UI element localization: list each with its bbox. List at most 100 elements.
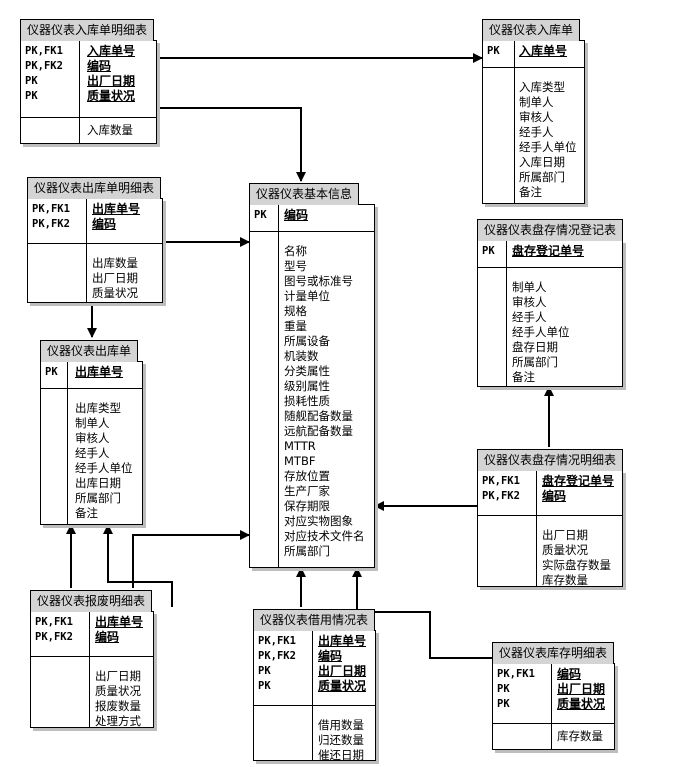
key-field[interactable]: 出厂日期 [318,664,367,678]
key-field[interactable]: 盘存登记单号 [542,474,615,488]
attribute-field[interactable]: 生产厂家 [284,484,330,498]
key-field[interactable]: 入库单号 [87,44,136,58]
attribute-field[interactable]: 级别属性 [284,379,330,393]
attribute-field[interactable]: 催还日期 [318,748,364,762]
primary-key-section: PK 入库单号 [483,41,584,68]
attribute-field[interactable]: 出库类型 [75,401,121,415]
attribute-field[interactable]: 经手人单位 [75,461,133,475]
key-flags-column: PK [487,44,500,59]
attribute-field[interactable]: 入库类型 [519,80,565,94]
attribute-field[interactable]: 审核人 [75,431,110,445]
key-field[interactable]: 出厂日期 [557,682,606,696]
attribute-field[interactable]: 计量单位 [284,289,330,303]
attribute-field[interactable]: 所属部门 [284,544,330,558]
attribute-field[interactable]: 存放位置 [284,469,330,483]
key-field[interactable]: 质量状况 [557,697,606,711]
attribute-field[interactable]: 经手人单位 [519,140,577,154]
key-field[interactable]: 编码 [284,208,309,222]
attribute-field[interactable]: 图号或标准号 [284,274,353,288]
attribute-field[interactable]: 审核人 [512,295,547,309]
attribute-field[interactable]: 经手人 [75,446,110,460]
attribute-field[interactable]: 借用数量 [318,718,364,732]
attribute-field[interactable]: 对应实物图象 [284,514,353,528]
attribute-field[interactable]: 制单人 [519,95,554,109]
key-field[interactable]: 入库单号 [519,44,568,58]
attribute-field[interactable]: 审核人 [519,110,554,124]
attribute-field[interactable]: 质量状况 [542,543,588,557]
attribute-field[interactable]: 出厂日期 [95,669,141,683]
attribute-field[interactable]: 分类属性 [284,364,330,378]
key-field[interactable]: 质量状况 [87,89,136,103]
key-field[interactable]: 编码 [92,217,117,231]
key-field[interactable]: 出库单号 [318,634,367,648]
attribute-field[interactable]: 库存数量 [557,729,603,743]
key-flag: PK [497,698,510,710]
attribute-field[interactable]: 重量 [284,319,307,333]
attribute-field[interactable]: 名称 [284,244,307,258]
attribute-field[interactable]: 所属设备 [284,334,330,348]
attribute-field[interactable]: 损耗性质 [284,394,330,408]
key-field[interactable]: 出库单号 [92,202,141,216]
attribute-field[interactable]: 随舰配备数量 [284,409,353,423]
key-field[interactable]: 编码 [318,649,343,663]
attribute-field[interactable]: 报废数量 [95,699,141,713]
attribute-field[interactable]: 经手人 [512,310,547,324]
attribute-field[interactable]: 远航配备数量 [284,424,353,438]
attribute-field[interactable]: 盘存日期 [512,340,558,354]
attribute-field[interactable]: MTTR [284,439,316,453]
key-field[interactable]: 编码 [95,630,120,644]
key-field[interactable]: 出库单号 [95,615,144,629]
attribute-field[interactable]: MTBF [284,454,316,468]
key-field[interactable]: 编码 [557,667,582,681]
attribute-field[interactable]: 质量状况 [95,684,141,698]
attribute-field[interactable]: 库存数量 [542,573,588,587]
attribute-field[interactable]: 经手人 [519,125,554,139]
key-field[interactable]: 出厂日期 [87,74,136,88]
attribute-field[interactable]: 实际盘存数量 [542,558,611,572]
key-field[interactable]: 出库单号 [75,365,124,379]
attribute-field[interactable]: 出库数量 [92,256,138,270]
attribute-field[interactable]: 对应技术文件名 [284,529,365,543]
key-names-column: 出库单号编码 [95,615,143,645]
attribute-field[interactable]: 所属部门 [75,491,121,505]
column-divider [278,205,279,567]
attribute-field[interactable]: 保存期限 [284,499,330,513]
key-field[interactable]: 编码 [87,59,112,73]
entity-title: 仪器仪表出库单明细表 [27,177,162,199]
attribute-field[interactable]: 型号 [284,259,307,273]
attribute-field[interactable]: 所属部门 [519,170,565,184]
attribute-field[interactable]: 质量状况 [92,286,138,300]
attribute-field[interactable]: 入库数量 [87,123,133,137]
key-field[interactable]: 盘存登记单号 [512,244,585,258]
attribute-field[interactable]: 出库日期 [75,476,121,490]
attribute-field[interactable]: 出厂日期 [542,528,588,542]
attribute-field[interactable]: 备注 [75,506,98,520]
attribute-field[interactable]: 制单人 [75,416,110,430]
attribute-field[interactable]: 机装数 [284,349,319,363]
attribute-field[interactable]: 备注 [512,370,535,384]
key-field[interactable]: 质量状况 [318,679,367,693]
attribute-field[interactable]: 制单人 [512,280,547,294]
attribute-field[interactable]: 入库日期 [519,155,565,169]
key-flag: PK,FK2 [25,60,63,72]
attribute-field[interactable]: 经手人单位 [512,325,570,339]
attribute-field[interactable]: 规格 [284,304,307,318]
attribute-field[interactable]: 所属部门 [512,355,558,369]
attribute-field[interactable]: 处理方式 [95,714,141,728]
key-field[interactable]: 编码 [542,489,567,503]
attribute-field[interactable]: 归还数量 [318,733,364,747]
attribute-field[interactable]: 备注 [519,185,542,199]
attribute-field[interactable]: 出厂日期 [92,271,138,285]
